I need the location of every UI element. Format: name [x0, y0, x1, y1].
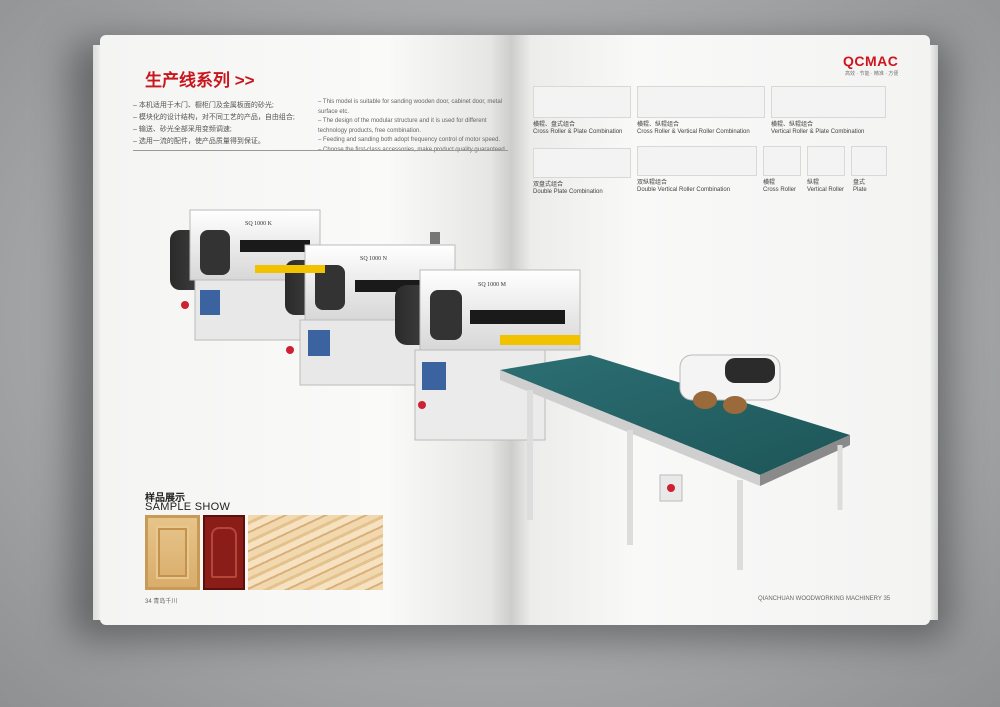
feature-item-cn: – 模块化的设计结构，对不同工艺的产品，自由组合;: [133, 114, 295, 121]
feature-item-en: – Feeding and sanding both adopt frequen…: [318, 137, 501, 143]
sander-unit-3: SQ 1000 M: [395, 269, 581, 441]
feature-item-cn: – 输送、砂光全部采用变频调速;: [133, 126, 232, 133]
brand-logo: QCMAC: [843, 53, 899, 69]
brand-block: QCMAC 高效 · 节能 · 精准 · 方便: [843, 53, 898, 77]
combo-thumb: [637, 146, 757, 176]
sample-image-red-door: [203, 515, 245, 590]
combo-thumb: [533, 148, 631, 178]
machine-label: SQ 1000 M: [478, 282, 507, 288]
combo-thumb: [807, 146, 845, 176]
feature-item-en: – The design of the modular structure an…: [318, 118, 487, 134]
machine-label: SQ 1000 K: [245, 221, 273, 227]
sample-image-wood-boards: [248, 515, 383, 590]
combo-thumb: [851, 146, 887, 176]
sample-title-en: SAMPLE SHOW: [145, 501, 231, 513]
combo-thumb: [533, 86, 631, 118]
combo-thumb: [637, 86, 765, 118]
combo-thumb: [771, 86, 886, 118]
combo-thumb: [763, 146, 801, 176]
section-title: 生产线系列 >>: [145, 71, 255, 90]
sample-image-pine-door: [145, 515, 200, 590]
feature-item-en: – This model is suitable for sanding woo…: [318, 99, 503, 115]
feature-item-cn: – 选用一流的配件，使产品质量得到保证。: [133, 138, 265, 145]
feature-item-cn: – 本机适用于木门、橱柜门及金属板面的砂光;: [133, 102, 274, 109]
right-page-edge: [930, 45, 938, 620]
page-footer-right: QIANCHUAN WOODWORKING MACHINERY 35: [758, 596, 891, 602]
feature-list-en: – This model is suitable for sanding woo…: [318, 98, 508, 155]
feature-list-cn: – 本机适用于木门、橱柜门及金属板面的砂光; – 模块化的设计结构，对不同工艺的…: [133, 100, 308, 148]
feature-item-en: – Choose the first-class accessories, ma…: [318, 146, 508, 156]
page-footer-left: 34 青岛千川: [145, 599, 178, 605]
left-page-edge: [93, 45, 101, 620]
brand-tagline: 高效 · 节能 · 精准 · 方便: [845, 71, 899, 77]
sample-title-cn: 样品展示: [145, 493, 185, 504]
machine-label: SQ 1000 N: [360, 256, 388, 262]
sanding-line-illustration: SQ 1000 K SQ 1000 N SQ 1000 M: [170, 209, 850, 570]
conveyor-table: [500, 354, 850, 570]
divider-line: [133, 150, 508, 151]
